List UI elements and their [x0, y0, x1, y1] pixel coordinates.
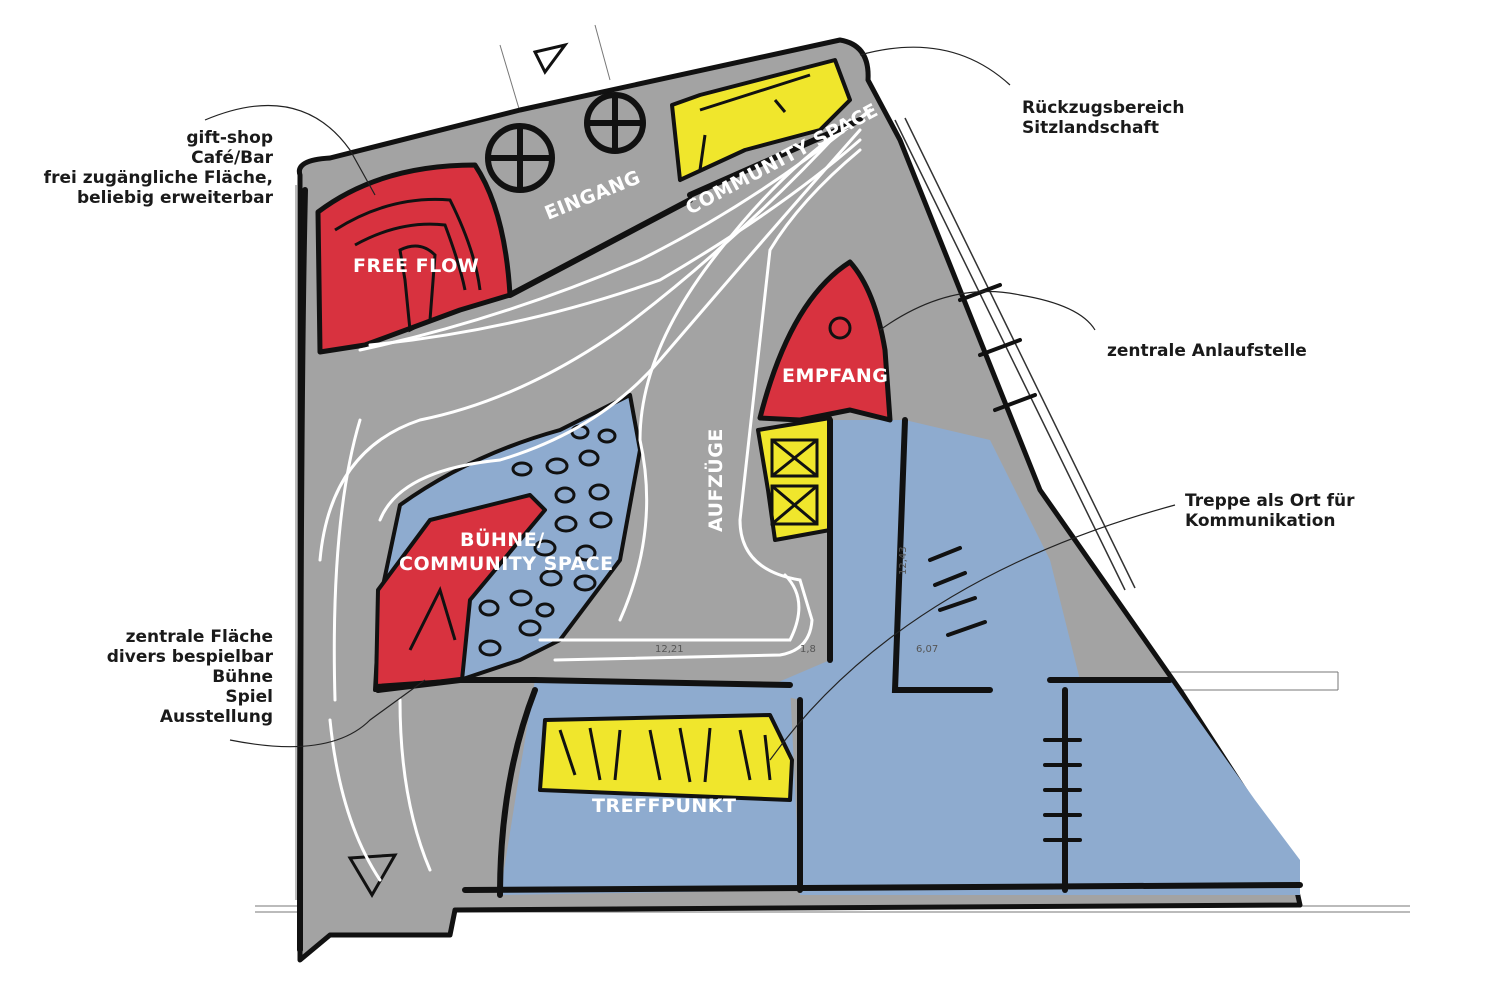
yellow-rueckzug	[670, 58, 852, 182]
treffpunkt-strokes	[558, 727, 772, 783]
zone-label-free-flow: FREE FLOW	[353, 255, 479, 277]
annotation-line: Ausstellung	[159, 707, 273, 727]
red-empfang	[757, 259, 893, 423]
yellow-elevators	[756, 416, 832, 542]
facade-lines	[894, 117, 1136, 591]
stair-hatch-marks	[928, 283, 1082, 842]
yellow-treffpunkt	[538, 713, 794, 802]
red-free-flow	[315, 162, 513, 355]
annotation-line: Kommunikation	[1185, 511, 1336, 531]
annotation-zentrale-flaeche: zentrale Fläche divers bespielbar Bühne …	[107, 627, 273, 727]
zone-label-buehne-community-space: COMMUNITY SPACE	[399, 553, 614, 575]
structural-ink-strokes	[297, 117, 1303, 953]
elevator-x-marks	[770, 438, 819, 526]
zone-label-aufzuege: AUFZÜGE	[703, 428, 727, 532]
annotation-line: beliebig erweiterbar	[76, 188, 273, 208]
annotation-leader-lines	[204, 46, 1176, 761]
stage-arrow-mark	[408, 585, 457, 651]
annotation-giftshop: gift-shop Café/Bar frei zugängliche Fläc…	[44, 128, 273, 208]
dimension-label: 12,43	[898, 546, 909, 575]
stage-seat-marks	[478, 424, 617, 657]
zone-label-buehne: BÜHNE/	[460, 527, 545, 551]
movement-flow-lines	[318, 108, 872, 882]
zone-label-empfang: EMPFANG	[782, 365, 888, 387]
annotation-line: zentrale Anlaufstelle	[1107, 341, 1307, 361]
annotation-line: Treppe als Ort für	[1185, 491, 1355, 511]
annotation-line: Sitzlandschaft	[1022, 118, 1159, 138]
annotation-line: Rückzugsbereich	[1022, 98, 1185, 118]
annotation-rueckzug: Rückzugsbereich Sitzlandschaft	[1022, 98, 1184, 138]
annotation-treppe: Treppe als Ort für Kommunikation	[1185, 491, 1355, 531]
annotation-line: Bühne	[212, 667, 273, 687]
annotation-line: divers bespielbar	[106, 647, 273, 667]
annotation-line: zentrale Fläche	[125, 627, 273, 647]
dimension-label: 6,07	[916, 644, 938, 655]
dimension-label: 1,8	[800, 644, 816, 655]
annotation-line: Café/Bar	[191, 148, 273, 168]
blue-zone-right	[760, 420, 1300, 895]
dimension-label: 12,21	[655, 644, 684, 655]
red-stage	[374, 493, 547, 688]
annotation-line: Spiel	[225, 687, 273, 707]
zone-label-treffpunkt: TREFFPUNKT	[592, 795, 736, 817]
annotation-line: gift-shop	[186, 128, 273, 148]
rueckzug-strokes	[698, 73, 811, 171]
annotation-line: frei zugängliche Fläche,	[43, 168, 273, 188]
free-flow-strokes	[334, 197, 482, 333]
empfang-circle-mark	[828, 316, 852, 340]
entrance-revolving-doors	[485, 92, 646, 193]
north-arrow-markers	[347, 42, 569, 898]
annotation-anlaufstelle: zentrale Anlaufstelle	[1107, 341, 1307, 361]
